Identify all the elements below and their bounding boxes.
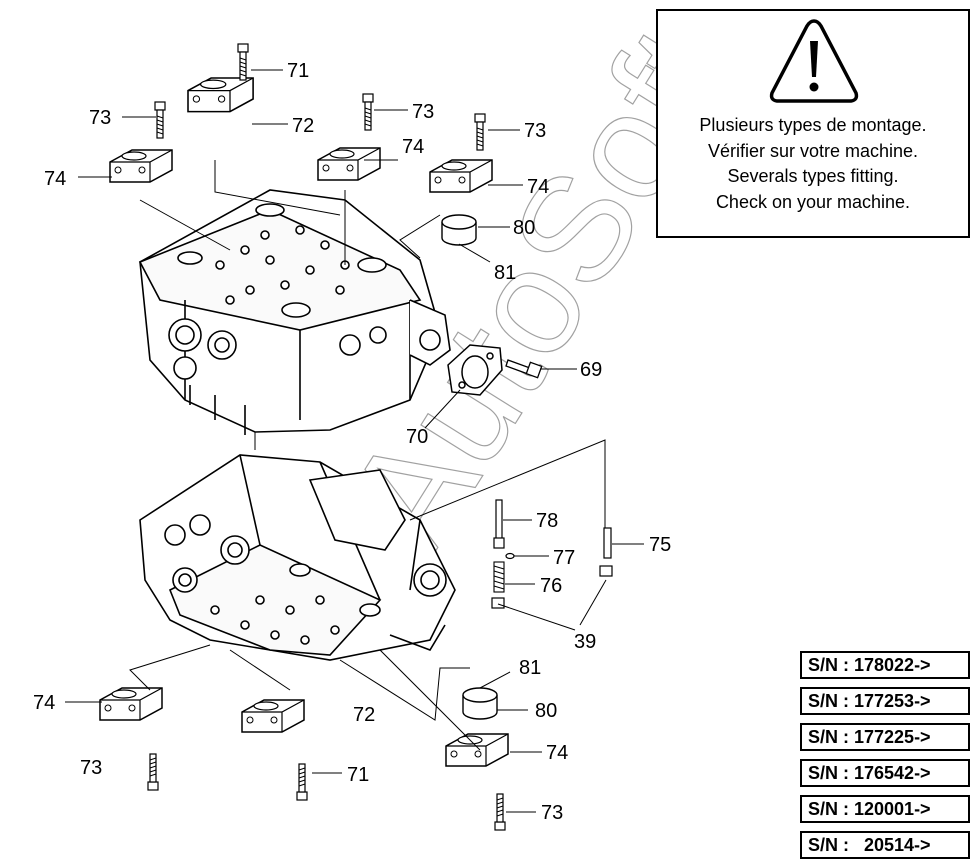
pin-75-part <box>603 527 612 559</box>
callout-78: 78 <box>536 510 558 532</box>
plug-80-bottom-part <box>462 687 498 720</box>
callout-81-top: 81 <box>494 262 516 284</box>
upper-valve-block <box>138 189 451 435</box>
callout-80-top: 80 <box>513 217 535 239</box>
warning-line-4: Check on your machine. <box>715 191 911 212</box>
callout-74-left: 74 <box>44 168 66 190</box>
pin-78-part <box>493 499 505 549</box>
bolt-73-bottom-left-part <box>147 753 159 791</box>
plug-39-parts <box>491 565 613 609</box>
flange-72-top-part <box>187 77 254 113</box>
callout-70: 70 <box>406 426 428 448</box>
serial-number-list: S/N : 178022-> S/N : 177253-> S/N : 1772… <box>800 651 970 867</box>
callout-72-bottom: 72 <box>353 704 375 726</box>
lower-valve-block <box>139 454 456 661</box>
bolt-73-mid-part <box>362 93 374 131</box>
flange-74-bottom-left-part <box>99 687 163 721</box>
flange-74-bottom-right-part <box>445 733 509 767</box>
warning-line-2: Vérifier sur votre machine. <box>707 140 919 161</box>
callout-74-bottom-right: 74 <box>546 742 568 764</box>
warning-text: Plusieurs types de montage. Vérifier sur… <box>658 113 968 215</box>
flange-74-right-part <box>429 159 493 193</box>
bolt-71-top-part <box>237 43 249 81</box>
serial-number-box: S/N : 177253-> <box>800 687 970 715</box>
plug-80-top-part <box>441 214 477 246</box>
warning-box: Plusieurs types de montage. Vérifier sur… <box>656 9 970 238</box>
serial-number-box: S/N : 120001-> <box>800 795 970 823</box>
flange-70-part <box>447 344 503 396</box>
warning-triangle-icon <box>769 19 859 103</box>
serial-number-box: S/N : 176542-> <box>800 759 970 787</box>
bolt-69-part <box>505 359 543 379</box>
callout-81-bottom: 81 <box>519 657 541 679</box>
callout-39: 39 <box>574 631 596 653</box>
bolt-73-right-part <box>474 113 486 151</box>
serial-number-box: S/N : 178022-> <box>800 651 970 679</box>
bolt-73-bottom-right-part <box>494 793 506 831</box>
callout-71-bottom: 71 <box>347 764 369 786</box>
callout-73-bottom-left: 73 <box>80 757 102 779</box>
flange-74-mid-part <box>317 147 381 181</box>
callouts: 71 72 73 74 73 74 73 74 80 81 69 70 78 7… <box>33 60 671 824</box>
callout-69: 69 <box>580 359 602 381</box>
leader-lines <box>65 69 644 813</box>
callout-74-right: 74 <box>527 176 549 198</box>
callout-74-mid: 74 <box>402 136 424 158</box>
callout-72-top: 72 <box>292 115 314 137</box>
warning-line-3: Severals types fitting. <box>727 166 899 186</box>
callout-74-bottom-left: 74 <box>33 692 55 714</box>
callout-76: 76 <box>540 575 562 597</box>
callout-77: 77 <box>553 547 575 569</box>
callout-73-right: 73 <box>524 120 546 142</box>
callout-71-top: 71 <box>287 60 309 82</box>
callout-75: 75 <box>649 534 671 556</box>
callout-73-bottom-right: 73 <box>541 802 563 824</box>
callout-73-left: 73 <box>89 107 111 129</box>
callout-80-bottom: 80 <box>535 700 557 722</box>
spring-76-part <box>493 561 505 593</box>
bolt-71-bottom-part <box>296 763 308 801</box>
serial-number-box: S/N : 20514-> <box>800 831 970 859</box>
warning-line-1: Plusieurs types de montage. <box>699 115 927 135</box>
serial-number-box: S/N : 177225-> <box>800 723 970 751</box>
bolt-73-left-part <box>154 101 166 139</box>
flange-74-left-part <box>109 149 173 183</box>
flange-72-bottom-part <box>241 699 305 733</box>
ring-77-part <box>505 552 515 560</box>
callout-73-mid: 73 <box>412 101 434 123</box>
